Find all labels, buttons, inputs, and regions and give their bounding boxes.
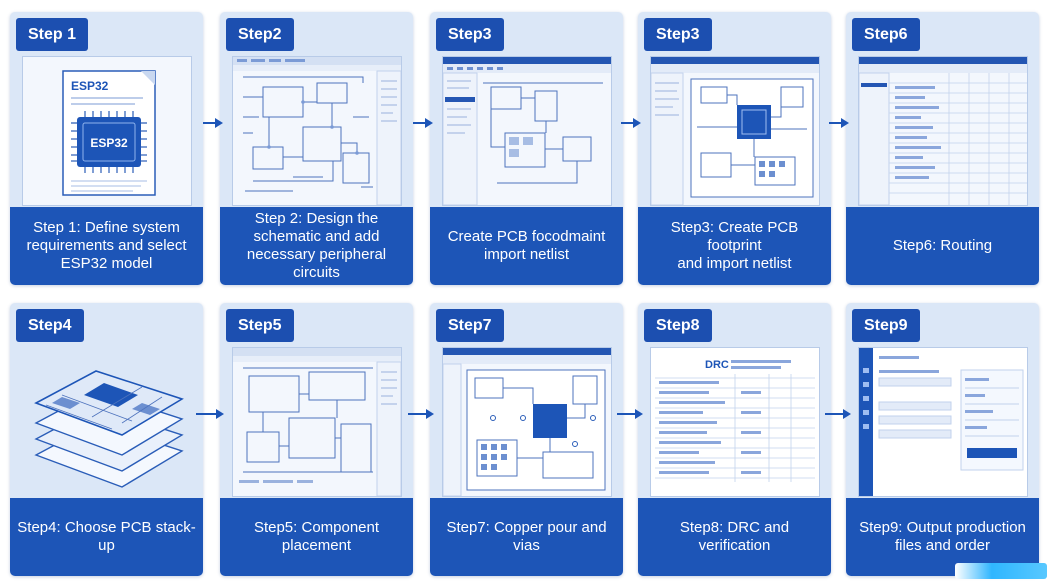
step-badge: Step3 [436,18,504,51]
step-badge: Step8 [644,309,712,342]
copper-pour-illustration [442,347,612,497]
step-caption: Step5: Component placement [220,498,413,576]
drc-title: DRC [705,359,729,371]
step-caption: Step6: Routing [846,207,1039,285]
doc-title: ESP32 [71,79,109,93]
step-caption: Step7: Copper pour and vias [430,498,623,576]
step-card-9: Step8 DRC Step8: DRC and verification [638,303,831,576]
watermark-badge [955,563,1047,579]
step-badge: Step2 [226,18,294,51]
placement-schematic-illustration [232,347,402,497]
step-card-1: Step 1 ESP32 ESP32 Step 1: Define system… [10,12,203,285]
order-form-illustration [858,347,1028,497]
step-card-5: Step6 Step6: Routing [846,12,1039,285]
arrow-right-icon [203,118,223,128]
step-badge: Step3 [644,18,712,51]
arrow-right-icon [196,409,224,419]
pcb-stackup-illustration [22,347,192,497]
step-card-2: Step2 Step 2: Design the schematic and a… [220,12,413,285]
step-caption: Step4: Choose PCB stack-up [10,498,203,576]
step-card-7: Step5 Step5: Component placement [220,303,413,576]
step-card-3: Step3 Create PCB focodmaint import netli… [430,12,623,285]
drc-report-illustration: DRC [650,347,820,497]
step-card-6: Step4 Step4: Choose PCB stack-up [10,303,203,576]
arrow-right-icon [413,118,433,128]
arrow-right-icon [617,409,643,419]
step-badge: Step9 [852,309,920,342]
step-caption: Step 1: Define system requirements and s… [10,207,203,285]
arrow-right-icon [408,409,434,419]
esp32-document-illustration: ESP32 ESP32 [22,56,192,206]
arrow-right-icon [825,409,851,419]
step-badge: Step4 [16,309,84,342]
routing-table-illustration [858,56,1028,206]
step-card-8: Step7 Step7: Copper pour and vias [430,303,623,576]
step-badge: Step 1 [16,18,89,51]
chip-label: ESP32 [90,136,128,150]
eda-window-illustration [442,56,612,206]
step-caption: Step3: Create PCB footprint and import n… [638,207,831,285]
step-caption: Step9: Output production files and order [846,498,1039,576]
step-badge: Step5 [226,309,294,342]
step-badge: Step7 [436,309,504,342]
step-caption: Step8: DRC and verification [638,498,831,576]
pcb-layout-illustration [650,56,820,206]
step-card-10: Step9 Step9: Output production files and… [846,303,1039,576]
step-caption: Create PCB focodmaint import netlist [430,207,623,285]
step-caption: Step 2: Design the schematic and add nec… [220,207,413,285]
step-card-4: Step3 Step3: Create PCB footprint and im… [638,12,831,285]
arrow-right-icon [829,118,849,128]
arrow-right-icon [621,118,641,128]
step-badge: Step6 [852,18,920,51]
schematic-illustration [232,56,402,206]
